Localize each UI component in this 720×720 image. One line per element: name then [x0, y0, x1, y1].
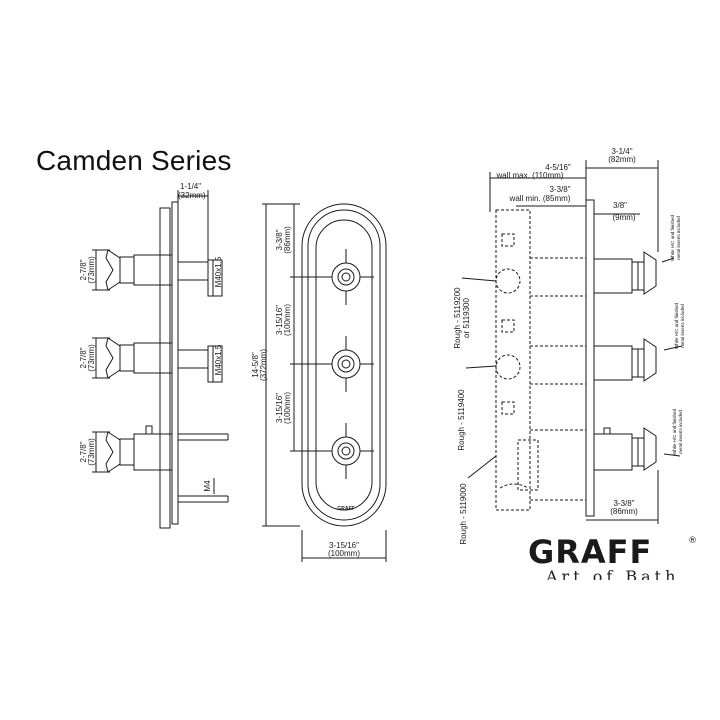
front-handle-3 [318, 423, 374, 479]
left-spacing-3-metric: (73mm) [87, 438, 96, 466]
front-outer-plate [301, 203, 387, 527]
right-handle-1 [593, 251, 657, 295]
wall-max-metric: wall max. (110mm) [496, 171, 564, 180]
right-side-view: 4-5/16" wall max. (110mm) 3-3/8" wall mi… [453, 147, 685, 545]
rough-label-3: Rough - 5119000 [459, 483, 468, 545]
note-1-line-b: metal inserts included [676, 216, 681, 260]
front-gap-2-imperial: 3-15/16" [275, 393, 284, 423]
front-width-metric: (100mm) [328, 549, 360, 558]
front-handle-1 [318, 249, 374, 305]
left-spacing-2-metric: (73mm) [87, 344, 96, 372]
wall-min-metric: wall min. (85mm) [509, 194, 571, 203]
front-height-imperial: 14-5/8" [251, 352, 260, 378]
left-handle-2 [105, 337, 223, 383]
wall-min-imperial: 3-3/8" [549, 185, 570, 194]
brand-tagline: Art of Bath [546, 568, 680, 580]
note-2-line-b: metal inserts included [680, 304, 685, 348]
left-wall-plate [159, 207, 171, 529]
front-plate-logo: GRAFF [337, 506, 354, 512]
wall-max-imperial: 4-5/16" [545, 163, 571, 172]
left-thread-2: M40x1,5 [214, 344, 223, 375]
rough-label-1: Rough - 5119200 [453, 287, 462, 349]
front-width-imperial: 3-15/16" [329, 541, 359, 550]
right-wall-plate [585, 199, 595, 517]
front-height-metric: (372mm) [259, 349, 268, 381]
bottom-right-imperial: 3-3/8" [613, 499, 634, 508]
left-handle-3 [105, 425, 229, 503]
left-spacing-2-imperial: 2-7/8" [79, 347, 88, 368]
front-gap-1-imperial: 3-15/16" [275, 305, 284, 335]
plate-thickness-metric: (9mm) [612, 213, 635, 222]
left-thread-1: M40x1,5 [214, 256, 223, 287]
series-title: Camden Series [36, 145, 232, 176]
front-inner-plate [307, 209, 381, 521]
left-screw-label: M4 [203, 480, 212, 492]
left-side-view: 1-1/4" (32mm) M40x1,5 M40x1,5 [79, 182, 229, 529]
top-right-metric: (82mm) [608, 155, 636, 164]
front-gap-2-metric: (100mm) [283, 392, 292, 424]
front-top-offset-imperial: 3-3/8" [275, 229, 284, 250]
front-handle-2 [318, 336, 374, 392]
rough-in-body [495, 209, 586, 511]
front-top-offset-metric: (86mm) [283, 226, 292, 254]
plate-thickness-imperial: 3/8" [613, 201, 627, 210]
note-1-line-a: White H/C and finished [670, 214, 675, 261]
note-3-line-a: White H/C and finished [672, 408, 677, 455]
left-top-dim-metric: (32mm) [178, 191, 206, 200]
graff-logo: GRAFF [528, 533, 653, 571]
right-handle-3 [593, 427, 657, 471]
left-trim-plate [171, 201, 179, 525]
brand-block: GRAFF ® Art of Bath [528, 534, 708, 584]
left-spacing-1-metric: (73mm) [87, 256, 96, 284]
front-inner-line [315, 219, 373, 511]
note-2-line-a: White H/C and finished [674, 302, 679, 349]
left-spacing-3-imperial: 2-7/8" [79, 441, 88, 462]
left-handle-1 [105, 249, 223, 297]
front-gap-1-metric: (100mm) [283, 304, 292, 336]
registered-mark: ® [688, 536, 697, 546]
bottom-right-metric: (86mm) [610, 507, 638, 516]
rough-label-1b: or 5119300 [462, 298, 471, 338]
rough-label-2: Rough - 5119400 [457, 389, 466, 451]
top-right-imperial: 3-1/4" [611, 147, 632, 156]
left-spacing-1-imperial: 2-7/8" [79, 259, 88, 280]
right-handle-2 [593, 338, 657, 382]
note-3-line-b: metal inserts included [678, 410, 683, 454]
front-view: GRAFF 14-5/8" (372mm) 3-3/8" (86mm) 3-15… [251, 203, 387, 562]
left-top-dim-imperial: 1-1/4" [180, 182, 201, 191]
